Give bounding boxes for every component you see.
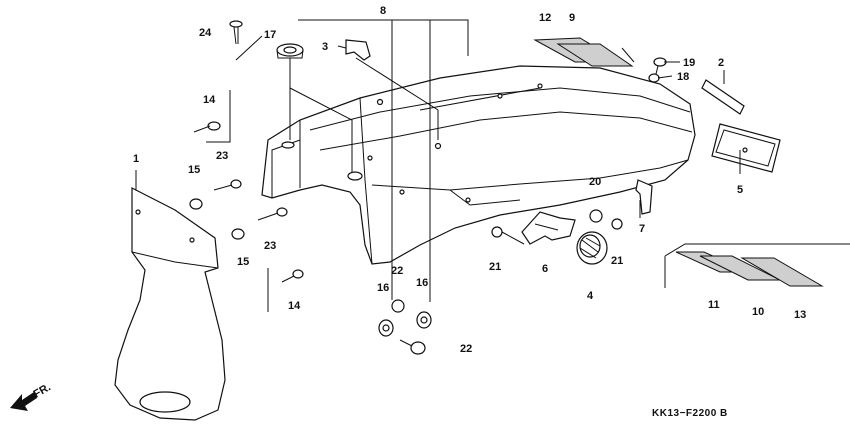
nut-15-upper [189, 198, 203, 210]
direction-label: FR. [32, 381, 53, 400]
rear-fender [261, 65, 696, 265]
splash-guard [114, 187, 226, 421]
callout-16-right: 16 [416, 277, 428, 289]
callout-12: 12 [539, 12, 551, 24]
bolt-24 [229, 20, 243, 45]
side-reflector [711, 123, 781, 173]
nut-15-lower [231, 228, 245, 240]
bolt-19 [653, 57, 667, 75]
callout-20: 20 [589, 176, 601, 188]
callout-15-upper: 15 [188, 164, 200, 176]
front-direction-arrow-icon [10, 392, 37, 411]
collar-22-upper [391, 299, 405, 313]
nut-21-right [611, 218, 623, 230]
callout-16-left: 16 [377, 282, 389, 294]
callout-15-lower: 15 [237, 256, 249, 268]
reflector-bracket-small [701, 79, 745, 115]
callout-23-lower: 23 [264, 240, 276, 252]
callout-3: 3 [322, 41, 328, 53]
callout-1: 1 [133, 153, 139, 165]
callout-2: 2 [718, 57, 724, 69]
callout-10: 10 [752, 306, 764, 318]
callout-22-upper: 22 [391, 265, 403, 277]
bolt-14-lower [281, 269, 304, 283]
bolt-22-lower [399, 339, 426, 355]
leader-lines [135, 19, 741, 312]
callout-14-lower: 14 [288, 300, 301, 312]
callout-11: 11 [708, 299, 720, 311]
callout-18: 18 [677, 71, 689, 83]
callout-9: 9 [569, 12, 575, 24]
callout-19: 19 [683, 57, 695, 69]
bracket [635, 179, 653, 215]
callout-7: 7 [639, 223, 645, 235]
callout-5: 5 [737, 184, 743, 196]
callout-22-lower: 22 [460, 343, 472, 355]
bolt-23-lower [257, 207, 288, 221]
callout-14-upper: 14 [203, 94, 216, 106]
callout-23-upper: 23 [216, 150, 228, 162]
washer-16-right [416, 311, 432, 329]
callout-17: 17 [264, 29, 276, 41]
nut-18 [648, 73, 660, 83]
callout-6: 6 [542, 263, 548, 275]
rear-reflector [576, 231, 608, 265]
reflector-bracket [521, 211, 576, 245]
callout-21-left: 21 [489, 261, 501, 273]
bolt-14-upper [193, 121, 221, 133]
callout-4: 4 [587, 290, 594, 302]
callout-21-right: 21 [611, 255, 623, 267]
grommet [276, 43, 304, 59]
washer-16-left [378, 319, 394, 337]
callout-24: 24 [199, 27, 212, 39]
nut-21-left [491, 226, 503, 238]
callout-8: 8 [380, 5, 386, 17]
callout-labels: 1 2 3 4 5 6 7 8 9 10 11 12 13 14 14 15 1… [133, 5, 806, 355]
callout-13: 13 [794, 309, 806, 321]
diagram-code: KK13−F2200 B [652, 408, 728, 419]
clip [345, 39, 371, 61]
side-stripes [664, 243, 850, 288]
nut-20 [589, 209, 603, 223]
bolt-23-upper [213, 179, 242, 191]
top-stripes [533, 37, 634, 67]
